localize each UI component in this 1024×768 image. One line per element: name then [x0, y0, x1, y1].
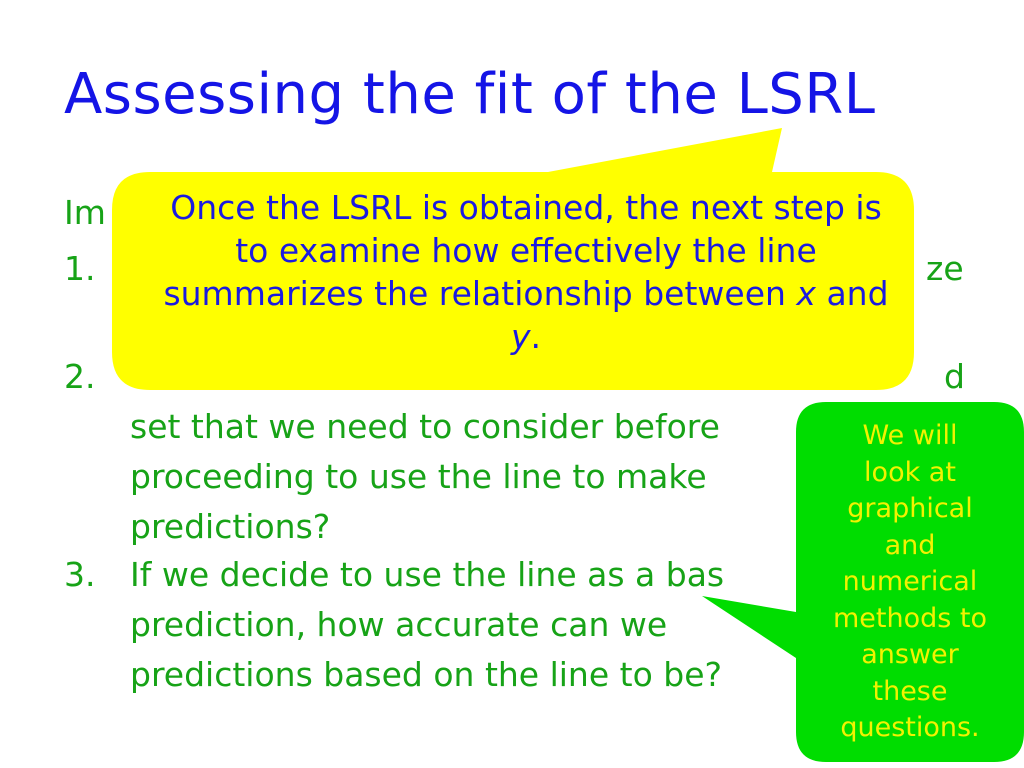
list-text: set that we need to consider before proc… [130, 407, 720, 546]
callout-text-y: y [510, 317, 531, 356]
intro-text: Im [64, 193, 106, 232]
callout-text-period: . [530, 317, 542, 356]
list-number: 1. [64, 249, 96, 288]
list-text: If we decide to use the line as a bas pr… [130, 555, 725, 694]
list-number: 3. [64, 555, 96, 594]
list-text-tail: ze [926, 249, 964, 288]
yellow-callout-text: Once the LSRL is obtained, the next step… [150, 186, 902, 358]
slide-title: Assessing the fit of the LSRL [64, 62, 876, 127]
callout-text-and: and [826, 274, 889, 313]
green-callout-text: We will look at graphical and numerical … [832, 420, 988, 743]
list-text-tail: d [944, 357, 965, 396]
callout-text-main: Once the LSRL is obtained, the next step… [163, 188, 882, 313]
callout-text-x: x [796, 274, 816, 313]
list-number: 2. [64, 357, 96, 396]
